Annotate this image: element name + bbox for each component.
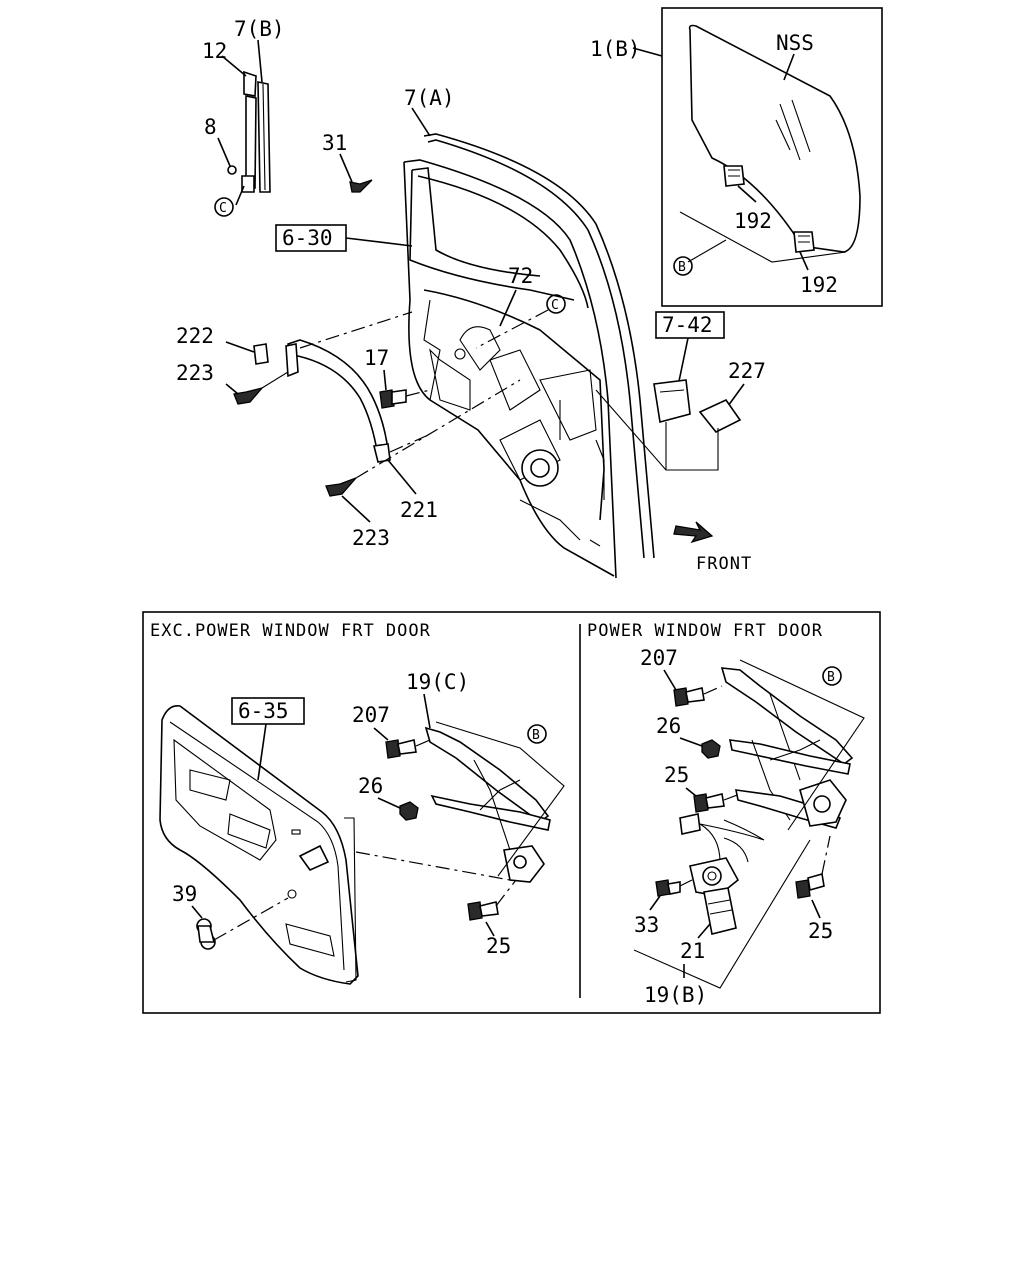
glass-inset-box [661,7,883,307]
part-label-7b: 7(B) [234,17,285,41]
part-label-207-left: 207 [352,703,390,727]
nut-26-right [701,739,721,759]
bolt-207-left [385,739,417,759]
ref-circle-c-2: C [551,298,559,313]
part-ref-6-30: 6-30 [282,226,333,250]
bolt-207-right [673,687,705,707]
front-direction-label: FRONT [696,554,752,574]
screw-223-b [325,477,357,497]
manual-regulator-19c [424,726,551,883]
door-glass [688,24,861,253]
power-regulator-19b [720,667,854,829]
label-nss: NSS [776,31,814,55]
bolt-25-right-upper [693,793,725,813]
bolt-17 [379,389,407,409]
ref-circle-c-1: C [219,201,227,216]
part-ref-7-42: 7-42 [662,313,713,337]
part-label-25-right-upper: 25 [664,763,689,787]
door-trim-6-35 [159,704,359,985]
part-label-26-right: 26 [656,714,681,738]
regulator-panel-frame [142,611,881,1014]
wire-harness [679,813,765,863]
part-ref-6-35: 6-35 [238,699,289,723]
part-label-227: 227 [728,359,766,383]
part-label-21: 21 [680,939,705,963]
part-label-39: 39 [172,882,197,906]
run-channel-part [227,70,271,193]
assist-grip-221 [285,339,391,463]
window-motor-21 [689,857,740,935]
part-label-223-a: 223 [176,361,214,385]
part-label-8: 8 [204,115,217,139]
window-handle-39 [196,918,216,950]
part-label-221: 221 [400,498,438,522]
part-label-17: 17 [364,346,389,370]
part-label-31: 31 [322,131,347,155]
nut-26-left [399,801,419,821]
bolt-25-right-lower [795,872,825,899]
part-label-26-left: 26 [358,774,383,798]
bolt-25-left [467,901,499,921]
door-assembly-view: 12 7(B) 8 C 31 [176,7,883,579]
ref-circle-b-left: B [532,728,540,743]
part-label-33: 33 [634,913,659,937]
part-label-19c: 19(C) [406,670,469,694]
clip-222 [253,343,269,365]
screw-223-a [233,386,264,405]
handle-bezel-7-42 [653,379,691,424]
part-label-12: 12 [202,39,227,63]
part-label-192-a: 192 [734,209,772,233]
panel-manual-window: EXC.POWER WINDOW FRT DOOR 6-35 39 [150,621,565,985]
screw-31 [349,179,373,193]
part-label-25-right-lower: 25 [808,919,833,943]
part-label-207-right: 207 [640,646,678,670]
screw-33 [655,879,681,897]
part-label-222: 222 [176,324,214,348]
front-arrow-icon [673,521,714,544]
part-label-192-b: 192 [800,273,838,297]
panel-title-manual: EXC.POWER WINDOW FRT DOOR [150,621,431,641]
part-label-19b: 19(B) [644,983,707,1007]
panel-power-window: POWER WINDOW FRT DOOR B 207 26 [587,621,865,1007]
part-label-25-left: 25 [486,934,511,958]
ref-circle-b-right: B [827,670,835,685]
part-label-1b: 1(B) [590,37,641,61]
cap-227 [698,398,742,434]
part-label-7a: 7(A) [404,86,455,110]
panel-title-power: POWER WINDOW FRT DOOR [587,621,823,641]
part-label-223-b: 223 [352,526,390,550]
door-panel [403,133,655,579]
part-label-72: 72 [508,264,533,288]
ref-circle-b-1: B [678,260,686,275]
